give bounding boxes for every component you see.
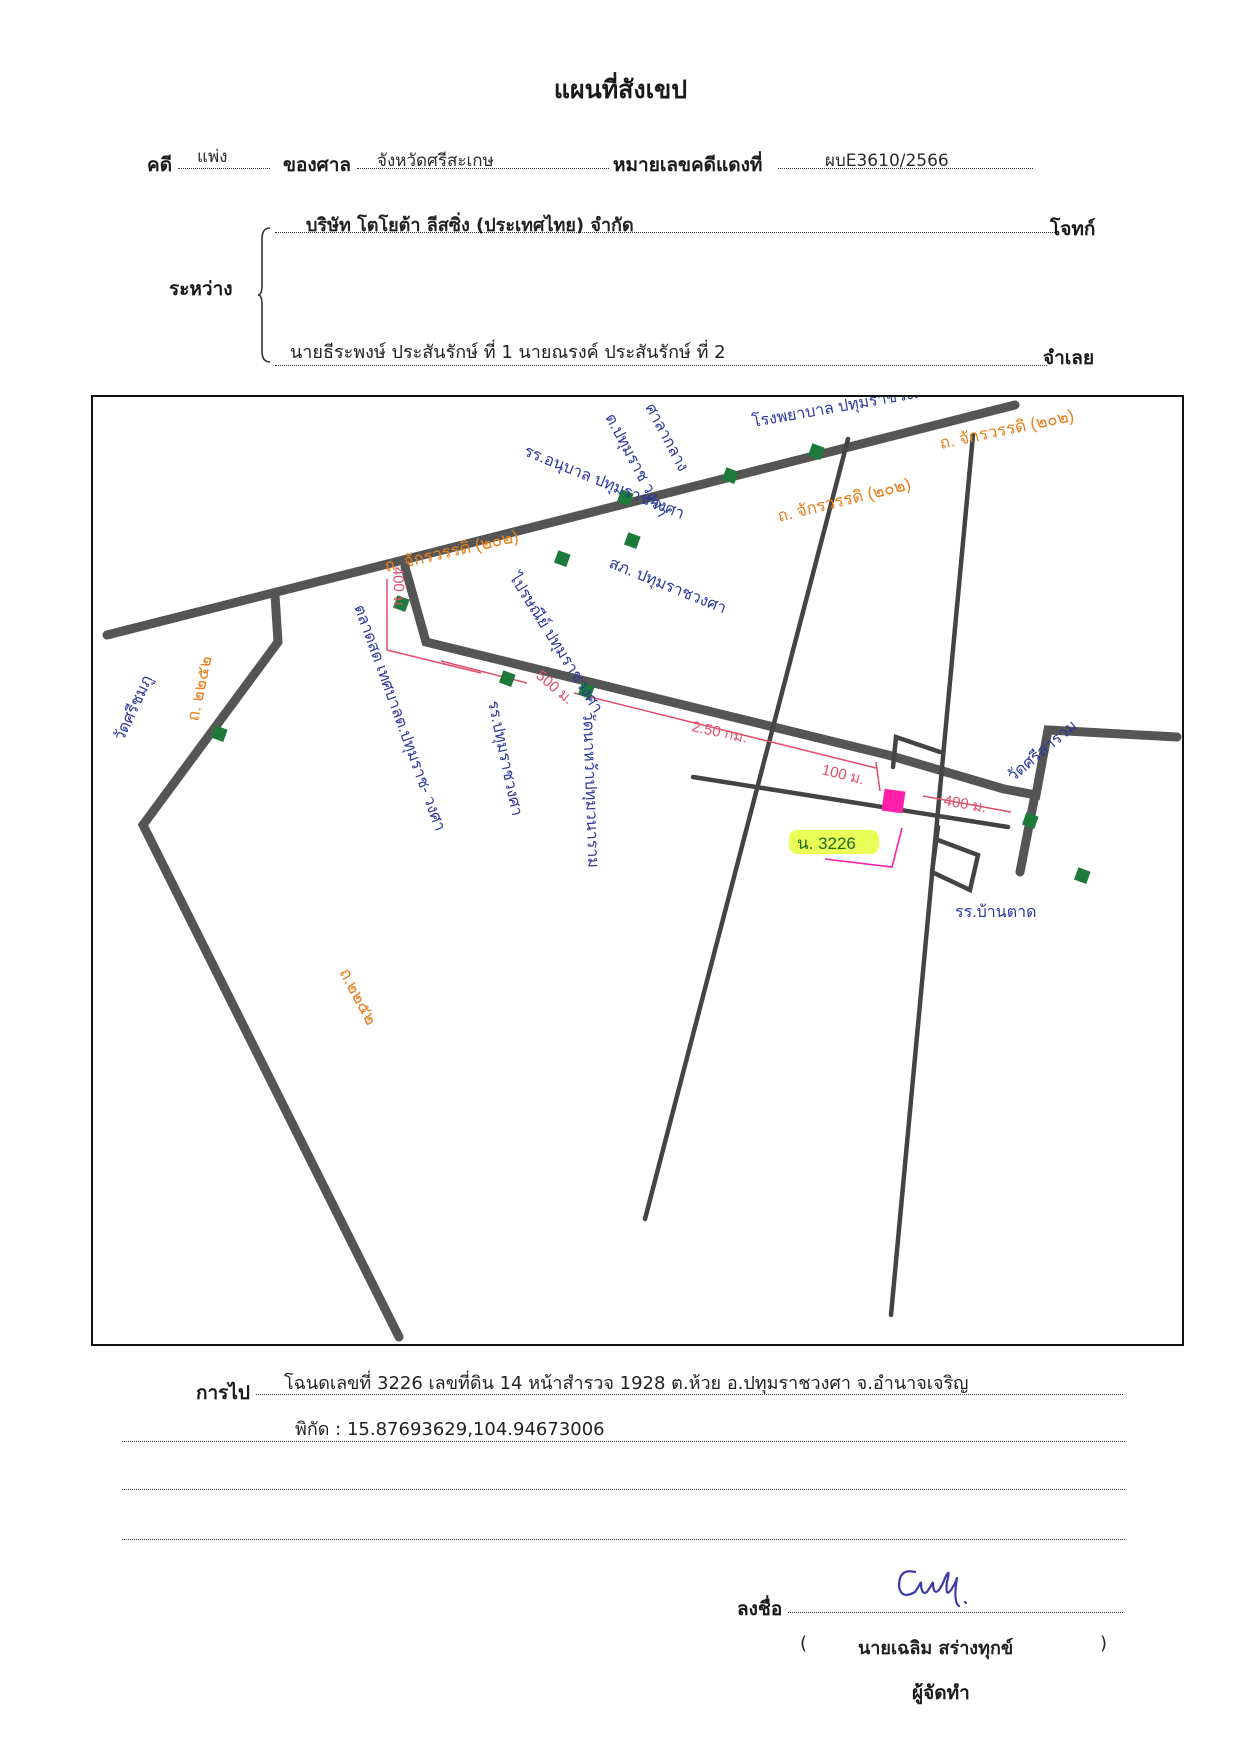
parcel-highlight — [789, 830, 879, 854]
directions-label: การไป — [196, 1382, 250, 1404]
dist-400b-line — [922, 795, 1012, 813]
dist-100-line — [875, 761, 881, 792]
court-name: จังหวัดศรีสะเกษ — [377, 151, 494, 171]
landmark-marker-4 — [553, 550, 571, 567]
landmark-marker-1 — [616, 489, 634, 506]
signer-name: นายเฉลิม สร่างทุกข์ — [858, 1638, 1014, 1659]
place-wat-srichompu: วัดศรีชมภู — [110, 673, 157, 745]
directions-line-2 — [122, 1419, 1125, 1442]
road-loop — [929, 824, 981, 894]
coordinates: พิกัด : 15.87693629,104.94673006 — [295, 1419, 605, 1440]
between-label: ระหว่าง — [169, 278, 233, 300]
defendant-label: จำเลย — [1043, 347, 1095, 369]
sketch-map: ถ. จักรวรรดิ (๒๐๒) ถ. จักรวรรดิ (๒๐๒) ถ.… — [91, 380, 1184, 1346]
dist-label-400b: 400 ม. — [942, 792, 988, 816]
roads — [102, 400, 1182, 1342]
road-tad — [1015, 790, 1040, 877]
road-label-2252-b: ถ.๒๒๕๒ — [335, 965, 381, 1028]
place-school-patum: รร.ปทุมราชวงศา — [483, 699, 525, 817]
map-canvas: ถ. จักรวรรดิ (๒๐๒) ถ. จักรวรรดิ (๒๐๒) ถ.… — [102, 380, 1182, 1342]
distance-labels: 400 ม. 500 ม. 2.50 กม. 100 ม. 400 ม. — [389, 567, 988, 817]
red-number-label: หมายเลขคดีแดงที่ — [613, 154, 763, 176]
road-b — [888, 432, 976, 1318]
road-parcel — [690, 774, 1011, 830]
road-2252-spur — [270, 590, 283, 647]
road-soi — [400, 562, 893, 760]
road-soi-end — [883, 750, 1009, 794]
landmark-marker-7 — [498, 670, 516, 687]
defendant-line — [275, 345, 1047, 366]
directions-line-3 — [122, 1467, 1125, 1490]
parcel-label: น. 3226 — [797, 834, 856, 853]
plaintiff-line — [275, 212, 1055, 233]
case-label: คดี — [147, 154, 173, 176]
directions-line-4 — [122, 1517, 1125, 1540]
case-type-line — [178, 146, 270, 169]
dist-label-400: 400 ม. — [389, 567, 407, 611]
red-number: ผบE3610/2566 — [825, 151, 949, 171]
minor-roads — [642, 432, 1011, 1318]
directions-text: โฉนดเลขที่ 3226 เลขที่ดิน 14 หน้าสำรวจ 1… — [284, 1373, 969, 1394]
road-parcel-top — [890, 733, 943, 770]
landmark-marker-5 — [623, 532, 641, 549]
landmark-marker-8 — [577, 682, 595, 699]
road-label-2252-a: ถ. ๒๒๕๒ — [183, 654, 215, 723]
sign-line — [788, 1590, 1123, 1613]
road-202 — [102, 400, 1020, 640]
red-number-line — [778, 146, 1033, 169]
road-label-202-b: ถ. จักรวรรดิ (๒๐๒) — [775, 474, 912, 526]
signature-mark — [893, 1562, 973, 1612]
landmark-marker-10 — [1021, 812, 1039, 829]
landmark-marker-6 — [392, 595, 410, 612]
party-brace — [257, 225, 271, 365]
case-type: แพ่ง — [197, 147, 228, 167]
signer-open-paren: ( — [800, 1633, 808, 1654]
landmarks — [210, 443, 1091, 884]
plaintiff-label: โจทก์ — [1050, 218, 1096, 240]
parcel-leader — [824, 827, 903, 868]
dist-400-line — [386, 579, 482, 674]
road-2252 — [137, 637, 404, 1342]
court-line — [357, 146, 609, 169]
distance-markers — [386, 579, 1012, 813]
court-label: ของศาล — [283, 154, 352, 176]
page-title: แผนที่สังเขป — [553, 75, 688, 104]
place-market: ตลาดสด เทศบาลต.ปทุมราช- วงศา — [349, 603, 448, 834]
road-east — [999, 725, 1182, 801]
signer-role: ผู้จัดทำ — [912, 1682, 970, 1704]
directions-line-1 — [256, 1372, 1123, 1395]
landmark-marker-11 — [1073, 867, 1091, 884]
parcel-marker — [881, 788, 906, 814]
road-label-202-a: ถ. จักรวรรดิ (๒๐๒) — [938, 406, 1076, 453]
signer-close-paren: ) — [1100, 1633, 1108, 1654]
place-wat-nawa: วัดนาหว้าปทุมวนาราม — [578, 712, 602, 869]
place-salaklang: ศาลากลาง — [641, 401, 691, 475]
dist-label-100: 100 ม. — [820, 761, 866, 788]
landmark-marker-9 — [210, 725, 228, 742]
defendant-names: นายธีระพงษ์ ประสันรักษ์ ที่ 1 นายณรงค์ ป… — [290, 342, 726, 363]
sign-label: ลงชื่อ — [737, 1598, 783, 1620]
place-hospital: โรงพยาบาล ปทุมราชวงศา — [750, 397, 934, 432]
place-police: สภ. ปทุมราชวงศา — [606, 555, 728, 618]
road-a — [642, 436, 851, 1222]
place-school-tad: รร.บ้านตาด — [955, 903, 1036, 921]
dist-250-line — [573, 692, 877, 769]
plaintiff-name: บริษัท โตโยต้า ลีสซิ่ง (ประเทศไทย) จำกัด — [306, 215, 634, 236]
landmark-marker-3 — [807, 443, 825, 460]
landmark-marker-2 — [721, 467, 739, 484]
